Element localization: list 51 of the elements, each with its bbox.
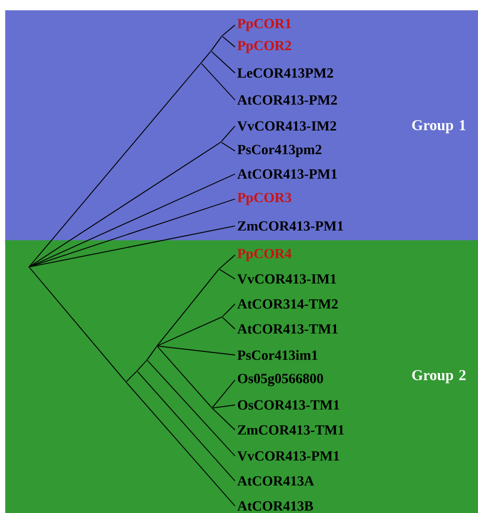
tree-branch (222, 36, 236, 48)
tree-branch (29, 174, 236, 268)
tree-branch (147, 346, 157, 360)
taxon-label: VvCOR413-IM1 (237, 274, 336, 284)
taxon-label: LeCOR413PM2 (237, 68, 334, 78)
taxon-label: PpCOR2 (237, 40, 292, 54)
taxon-label: AtCOR413-PM1 (237, 169, 337, 179)
tree-branch (222, 317, 236, 330)
tree-branch (219, 254, 236, 269)
tree-branch (126, 382, 236, 506)
taxon-label: AtCOR413B (237, 501, 314, 511)
taxon-label: PpCOR4 (237, 248, 292, 262)
taxon-label: AtCOR413A (237, 476, 314, 486)
tree-branch (137, 360, 147, 371)
tree-branch (29, 198, 236, 268)
tree-branch (221, 142, 236, 152)
taxon-label: PsCor413pm2 (237, 144, 322, 158)
tree-branch (157, 269, 219, 346)
taxon-label: ZmCOR413-TM1 (238, 425, 344, 435)
tree-branch (126, 371, 137, 382)
tree-branch (212, 408, 236, 430)
tree-branch (29, 226, 236, 268)
tree-branch (157, 316, 222, 346)
tree-branch (222, 24, 236, 36)
taxon-label: VvCOR413-PM1 (237, 451, 340, 461)
taxon-label: VvCOR413-IM2 (237, 121, 336, 131)
tree-branch (211, 51, 236, 74)
tree-branch (211, 36, 222, 51)
tree-branch (147, 360, 236, 456)
tree-branch (157, 346, 236, 356)
tree-branch (29, 63, 201, 267)
tree-branch (212, 380, 236, 408)
tree-branch (29, 267, 126, 382)
taxon-label: Os05g0566800 (238, 374, 323, 386)
tree-branch (212, 404, 236, 408)
taxon-label: AtCOR314-TM2 (237, 299, 338, 309)
tree-branch (221, 126, 236, 142)
tree-branch (219, 269, 236, 280)
tree-branch (157, 346, 212, 408)
taxon-label: PpCOR3 (237, 192, 292, 206)
taxon-label: ZmCOR413-PM1 (238, 221, 343, 231)
taxon-label: OsCOR413-TM1 (238, 400, 340, 410)
taxon-label: AtCOR413-TM1 (237, 324, 338, 334)
tree-branch (222, 304, 236, 317)
tree-branch (201, 63, 236, 100)
tree-branch (29, 142, 221, 267)
tree-branch (201, 51, 211, 63)
taxon-label: PpCOR1 (237, 18, 291, 32)
tree-branch (137, 371, 236, 482)
taxon-label: AtCOR413-PM2 (237, 95, 337, 105)
taxon-label: PsCor413im1 (237, 350, 318, 360)
